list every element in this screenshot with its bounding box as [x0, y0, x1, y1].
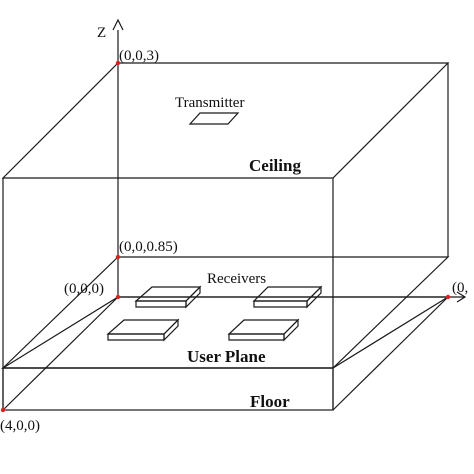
- ceiling-label: Ceiling: [249, 156, 301, 175]
- user-plane-origin-label: (0,0,0.85): [119, 239, 178, 255]
- z-axis-label: Z: [97, 25, 106, 41]
- floor-right-edge: [332, 296, 449, 411]
- user-plane-label: User Plane: [187, 347, 266, 366]
- y-axis-point-label: (0,: [452, 280, 468, 296]
- ceiling-origin-marker: [115, 60, 121, 66]
- transmitter-label: Transmitter: [175, 95, 244, 111]
- ceiling-origin-label: (0,0,3): [119, 48, 159, 64]
- x-axis-line: [2, 296, 119, 411]
- z-axis-arrow: [112, 18, 124, 31]
- x-axis-point-label: (4,0,0): [0, 418, 40, 434]
- receivers-label: Receivers: [207, 271, 266, 287]
- x-axis-point-marker: [0, 407, 6, 413]
- receiver-1: [134, 285, 202, 309]
- origin-marker: [115, 294, 121, 300]
- receiver-3: [106, 318, 180, 342]
- y-axis-arrow: [456, 291, 467, 303]
- user-plane-origin-marker: [115, 254, 121, 260]
- y-axis-point-marker: [445, 294, 451, 300]
- receiver-2: [252, 285, 323, 309]
- transmitter-panel: [188, 112, 240, 125]
- receiver-4: [227, 318, 300, 342]
- ceiling-plane: [1, 62, 450, 179]
- origin-label: (0,0,0): [64, 281, 104, 297]
- floor-label: Floor: [250, 392, 290, 411]
